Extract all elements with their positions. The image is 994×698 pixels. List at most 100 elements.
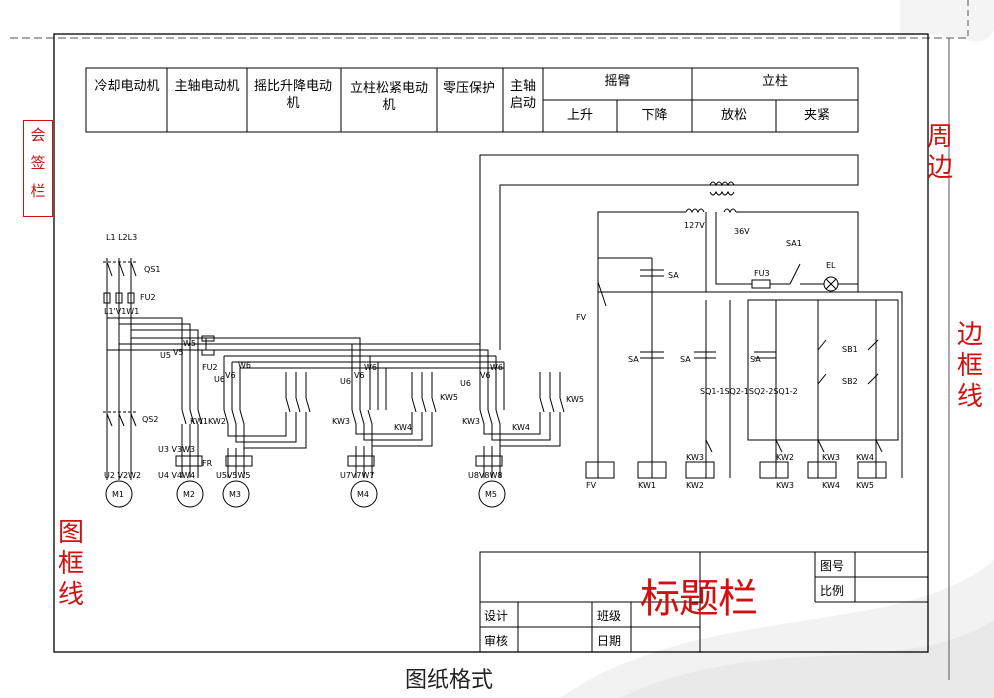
switch-qs1	[103, 261, 215, 427]
title-block-grid	[479, 551, 929, 653]
label-kw5a: KW5	[440, 393, 458, 402]
header-cooling-motor: 冷却电动机	[94, 79, 160, 94]
label-w5: W5	[183, 339, 196, 348]
label-36v: 36V	[734, 227, 750, 236]
motor-m2	[176, 480, 204, 508]
motor-m3	[222, 480, 250, 508]
coil-label-kw3: KW3	[776, 481, 794, 490]
header-column: 立柱	[761, 74, 788, 89]
label-l123: L1 L2L3	[106, 233, 137, 242]
label-qs1: QS1	[144, 265, 160, 274]
label-kw4b: KW4	[512, 423, 530, 432]
coil-label-fv: FV	[586, 481, 597, 490]
coil-label-kw2: KW2	[686, 481, 704, 490]
header-arm-lift-motor: 摇比升降电动机	[253, 79, 332, 111]
label-fu2b: FU2	[202, 363, 218, 372]
label-kw4c: KW4	[856, 453, 874, 462]
label-u3: U3 V3W3	[158, 445, 195, 454]
header-spindle-start: 主轴启动	[509, 79, 536, 111]
label-border-line: 边 框 线	[956, 320, 983, 412]
label-sb2: SB2	[842, 377, 858, 386]
label-sa: SA	[668, 271, 679, 280]
label-m2: M2	[183, 490, 195, 499]
label-u6c: U6	[460, 379, 471, 388]
label-el: EL	[826, 261, 836, 270]
title-drawing-no: 图号	[820, 559, 845, 573]
label-kw2c: KW2	[776, 453, 794, 462]
label-m5: M5	[485, 490, 497, 499]
title-scale: 比例	[820, 584, 845, 598]
label-u6a: U6	[214, 375, 225, 384]
label-fr: FR	[202, 459, 213, 468]
label-u6b: U6	[340, 377, 351, 386]
motor-m4	[350, 480, 378, 508]
label-127v: 127V	[684, 221, 705, 230]
label-kw3d: KW3	[822, 453, 840, 462]
label-kw3a: KW3	[332, 417, 350, 426]
header-column-clamp: 夹紧	[803, 108, 830, 123]
motor-m1	[105, 480, 133, 508]
coil-label-kw1: KW1	[638, 481, 656, 490]
label-sa2: SA	[628, 355, 639, 364]
header-column-release: 放松	[720, 108, 747, 123]
header-spindle-motor: 主轴电动机	[174, 79, 240, 94]
label-u4: U4 V4W4	[158, 471, 195, 480]
control-circuit	[585, 181, 903, 479]
header-column-clamp-motor: 立柱松紧电动机	[349, 81, 428, 113]
label-w6b: W6	[364, 363, 377, 372]
sign-char-1: 会	[30, 126, 46, 144]
label-sq: SQ1-1SQ2-1SQ2-2SQ1-2	[700, 387, 798, 396]
label-u5: U5	[160, 351, 171, 360]
label-u8: U8V8W8	[468, 471, 503, 480]
label-sb1: SB1	[842, 345, 858, 354]
header-table-grid	[85, 67, 859, 133]
motor-leads	[106, 424, 503, 478]
title-date: 日期	[597, 634, 622, 648]
title-block-stamp: 标题栏	[640, 576, 758, 622]
label-v5: V5	[173, 348, 184, 357]
label-v6a: V6	[225, 371, 236, 380]
title-class: 班级	[597, 609, 622, 623]
sign-column-box: 会 签 栏	[23, 120, 53, 217]
label-kw4a: KW4	[394, 423, 412, 432]
drawing-format-caption: 图纸格式	[405, 668, 494, 693]
coil-label-kw4: KW4	[822, 481, 840, 490]
title-design: 设计	[484, 609, 509, 623]
label-w6c: W6	[490, 363, 503, 372]
label-sa3: SA	[680, 355, 691, 364]
label-qs2: QS2	[142, 415, 158, 424]
label-kw1kw2: KW1KW2	[190, 417, 226, 426]
motors	[105, 480, 506, 508]
label-sa4: SA	[750, 355, 761, 364]
label-l1vw: L1'V1W1	[104, 307, 139, 316]
label-v6c: V6	[480, 371, 491, 380]
label-fv: FV	[576, 313, 587, 322]
contactor-contacts	[181, 372, 565, 449]
label-fu2: FU2	[140, 293, 156, 302]
header-undervoltage: 零压保护	[442, 81, 495, 96]
label-kw3c: KW3	[686, 453, 704, 462]
label-sa1: SA1	[786, 239, 802, 248]
sign-char-2: 签	[30, 154, 46, 172]
header-arm-up: 上升	[566, 108, 593, 123]
label-kw3b: KW3	[462, 417, 480, 426]
label-u5v5: U5V5W5	[216, 471, 251, 480]
label-u7: U7V7W7	[340, 471, 375, 480]
label-m3: M3	[229, 490, 241, 499]
label-m1: M1	[112, 490, 124, 499]
label-u2: U2 V2W2	[104, 471, 141, 480]
motor-m5	[478, 480, 506, 508]
power-bus	[106, 154, 859, 480]
label-frame-line: 图 框 线	[57, 518, 84, 610]
coil-label-kw5: KW5	[856, 481, 874, 490]
sign-char-3: 栏	[30, 182, 46, 200]
label-kw5b: KW5	[566, 395, 584, 404]
header-arm: 摇臂	[604, 74, 631, 89]
label-m4: M4	[357, 490, 369, 499]
label-fu3: FU3	[754, 269, 770, 278]
title-check: 审核	[484, 634, 509, 648]
label-w6a: W6	[238, 361, 251, 370]
